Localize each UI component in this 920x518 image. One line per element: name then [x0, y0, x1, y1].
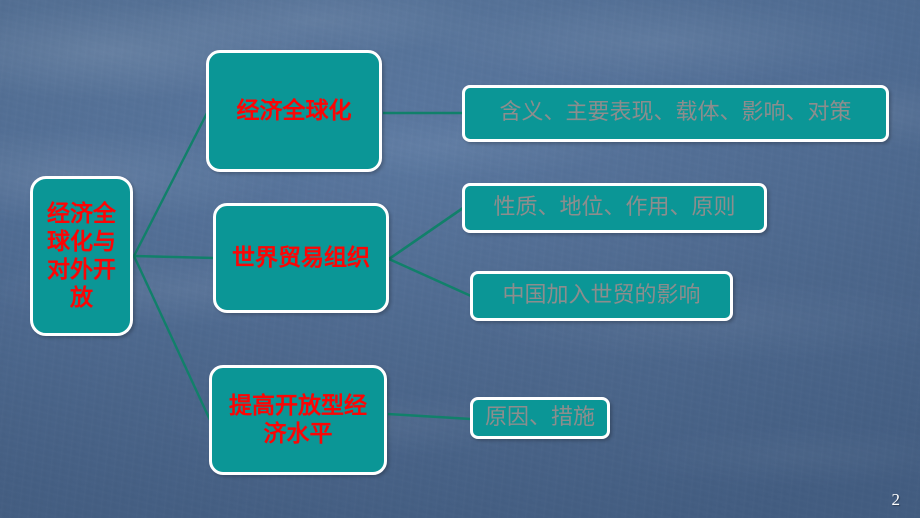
node-branch-open-economy[interactable]: 提高开放型经济水平 [209, 365, 387, 475]
node-detail-reasons-measures[interactable]: 原因、措施 [470, 397, 610, 439]
node-root-topic[interactable]: 经济全球化与对外开放 [30, 176, 133, 336]
node-detail-globalization-points[interactable]: 含义、主要表现、载体、影响、对策 [462, 85, 889, 142]
page-number: 2 [891, 490, 901, 509]
node-detail-wto-nature[interactable]: 性质、地位、作用、原则 [462, 183, 767, 233]
node-detail-china-wto-impact[interactable]: 中国加入世贸的影响 [470, 271, 733, 321]
node-branch-economic-globalization[interactable]: 经济全球化 [206, 50, 382, 172]
node-branch-wto[interactable]: 世界贸易组织 [213, 203, 389, 313]
